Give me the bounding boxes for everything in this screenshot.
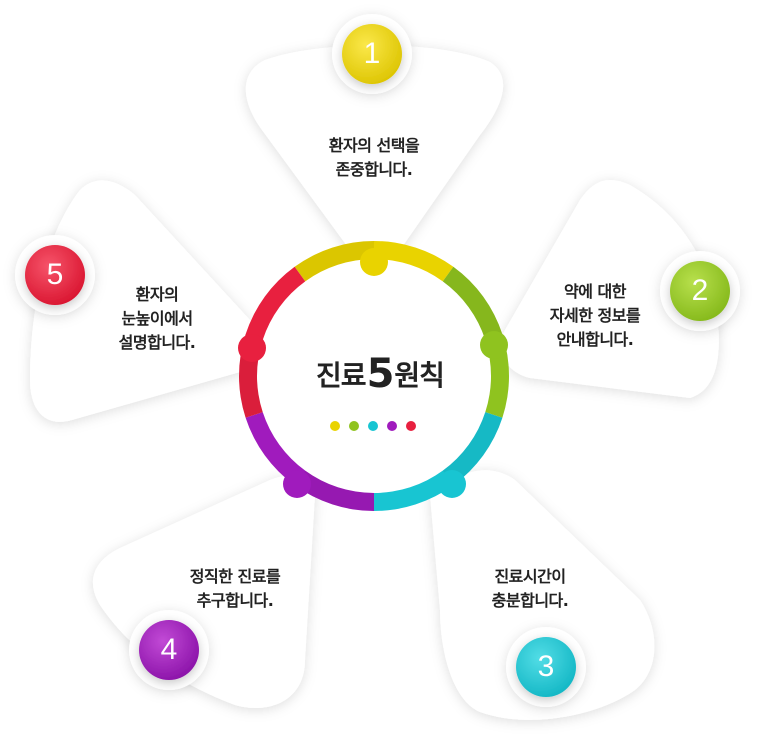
badge-2-circle: [670, 261, 730, 321]
principle-3-line-2: 충분합니다.: [491, 591, 569, 610]
principle-4-line-2: 추구합니다.: [196, 591, 274, 610]
principle-1-line-1: 환자의 선택을: [328, 136, 420, 155]
principle-4-line-1: 정직한 진료를: [189, 567, 281, 586]
badge-2-number: 2: [691, 274, 709, 307]
principle-5-text: 환자의 눈높이에서 설명합니다.: [72, 283, 242, 355]
center-title-pre: 진료: [316, 359, 367, 392]
petal-3: [430, 470, 655, 720]
ring-segment-5: [239, 266, 306, 418]
principle-5-line-3: 설명합니다.: [118, 333, 196, 352]
ring-segment-shade-1: [294, 241, 374, 282]
color-dot-3: [368, 421, 378, 431]
badge-3-circle: [516, 637, 576, 697]
badge-5-number: 5: [46, 258, 64, 291]
principle-2-line-3: 안내합니다.: [556, 330, 634, 349]
ring-segment-4: [245, 412, 374, 511]
principle-2-text: 약에 대한 자세한 정보를 안내합니다.: [510, 280, 680, 352]
color-dots: [330, 421, 430, 431]
center-disc: [242, 244, 506, 508]
ring-joint-4: [283, 470, 311, 498]
principle-3-line-1: 진료시간이: [494, 567, 566, 586]
ring-joint-3: [438, 470, 466, 498]
principle-3-text: 진료시간이 충분합니다.: [445, 565, 615, 613]
badges-group: [15, 14, 740, 707]
ring-segment-1: [294, 241, 454, 282]
badge-4-number: 4: [160, 633, 178, 666]
badge-4-circle: [139, 620, 199, 680]
petal-2: [501, 179, 719, 398]
ring-segment-3: [374, 412, 503, 511]
color-dot-1: [330, 421, 340, 431]
center-title: 진료5원칙: [290, 354, 470, 396]
badge-5-circle: [25, 245, 85, 305]
principle-1-text: 환자의 선택을 존중합니다.: [289, 134, 459, 182]
ring-segment-2: [442, 266, 509, 418]
ring-joint-1: [360, 248, 388, 276]
color-dot-4: [387, 421, 397, 431]
ring-segment-shade-2: [442, 266, 503, 340]
ring-joint-5: [238, 334, 266, 362]
principle-5-line-2: 눈높이에서: [121, 309, 193, 328]
principle-5-line-1: 환자의: [135, 285, 179, 304]
ring: [238, 241, 509, 511]
principle-4-text: 정직한 진료를 추구합니다.: [150, 565, 320, 613]
petal-1: [245, 45, 504, 264]
center-title-post: 원칙: [394, 359, 445, 392]
petal-5: [30, 180, 259, 422]
principle-2-line-1: 약에 대한: [564, 282, 626, 301]
badge-1-number: 1: [363, 37, 381, 70]
center-title-number: 5: [366, 351, 395, 397]
ring-segment-shade-3: [442, 412, 503, 486]
badge-3-number: 3: [537, 650, 555, 683]
ring-segment-shade-4: [294, 470, 374, 511]
color-dot-5: [406, 421, 416, 431]
ring-joint-2: [480, 331, 508, 359]
principle-2-line-2: 자세한 정보를: [549, 306, 641, 325]
principle-1-line-2: 존중합니다.: [335, 160, 413, 179]
badge-1-circle: [342, 24, 402, 84]
color-dot-2: [349, 421, 359, 431]
